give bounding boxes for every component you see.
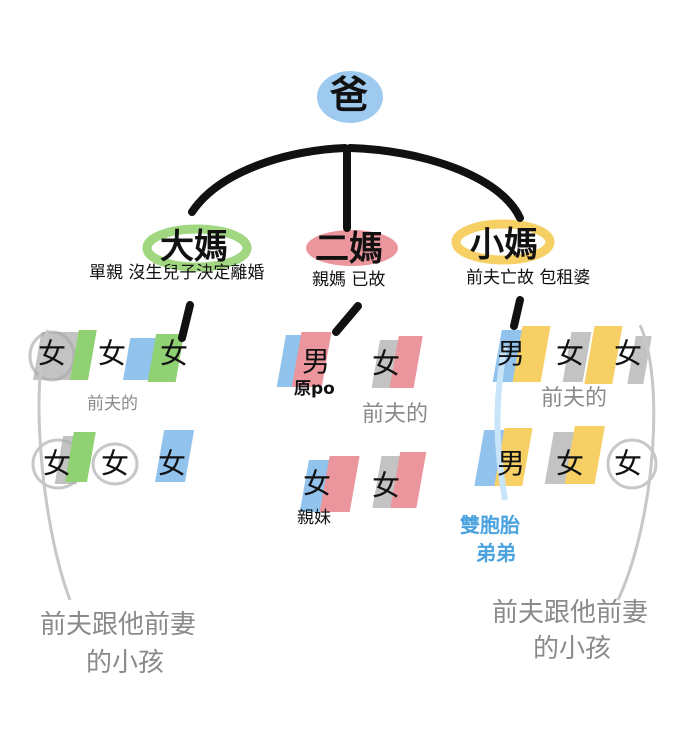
second-wife-note: 前夫的: [362, 402, 429, 427]
third-wife-name: 小媽: [470, 225, 538, 265]
second-wife-child-male: 男: [302, 345, 331, 378]
third-wife-row2-child-1: 男: [497, 447, 526, 480]
blue-scribble-2: [155, 430, 195, 482]
second-wife-child-female-bottom2: 女: [372, 469, 401, 502]
father-label: 爸: [330, 73, 369, 117]
second-wife-child-female-top: 女: [372, 347, 401, 380]
third-wife-note: 前夫亡故 包租婆: [466, 268, 591, 288]
third-wife-row2-child-3: 女: [614, 447, 643, 480]
first-wife-row1-child-3: 女: [160, 337, 189, 370]
third-wife-bottom-note-1: 前夫跟他前妻: [492, 598, 649, 628]
second-wife-child-female-bottom1-note: 親妹: [297, 508, 331, 528]
tree-lines: [178, 144, 524, 342]
crayon-highlights: [28, 71, 658, 601]
gray-circle-3: [91, 442, 139, 486]
second-wife-name: 二媽: [315, 229, 383, 269]
father-highlight: [317, 71, 383, 123]
line-to-first-wife: [188, 144, 349, 216]
blue-vertical-scribble: [494, 344, 508, 501]
green-scribble-2: [147, 334, 185, 382]
red-scribble-2: [389, 336, 423, 388]
red-scribble-4: [390, 452, 427, 508]
second-wife-child-female-bottom1: 女: [303, 467, 332, 500]
twin-note-2: 弟弟: [476, 541, 516, 565]
third-wife-row2-child-2: 女: [556, 447, 585, 480]
third-wife-row1-child-3: 女: [614, 337, 643, 370]
yellow-scribble-1: [512, 326, 551, 382]
first-wife-note: 單親 沒生兒子決定離婚: [89, 263, 265, 283]
third-wife-bottom-note-2: 的小孩: [533, 634, 612, 664]
first-wife-highlight: [142, 224, 252, 272]
yellow-scribble-4: [564, 426, 605, 484]
gray-scribble-5: [562, 332, 592, 382]
line-to-third-wife-child: [510, 296, 524, 330]
third-wife-row1-child-2: 女: [556, 337, 585, 370]
line-to-second-wife-child: [332, 302, 362, 336]
yellow-scribble-2: [584, 326, 623, 384]
left-gray-bracket: [37, 329, 72, 601]
second-wife-highlight: [306, 230, 398, 266]
right-gray-bracket: [616, 324, 656, 601]
line-to-third-wife: [346, 144, 524, 222]
first-wife-row2-child-3: 女: [158, 447, 187, 480]
first-wife-bottom-note-1: 前夫跟他前妻: [40, 610, 197, 640]
second-wife-child-male-note: 原po: [294, 379, 335, 399]
third-wife-row1-child-1: 男: [497, 337, 526, 370]
second-wife-note: 親媽 已故: [312, 270, 386, 290]
third-wife-highlight: [451, 219, 555, 265]
first-wife-row2-child-2: 女: [101, 447, 130, 480]
blue-scribble-1: [122, 338, 157, 380]
first-wife-row1-child-2: 女: [98, 337, 127, 370]
red-scribble-3: [319, 456, 360, 512]
line-to-first-wife-child: [178, 301, 194, 342]
first-wife-row2-child-1: 女: [43, 447, 72, 480]
third-wife-row1-note: 前夫的: [541, 386, 608, 411]
twin-note-1: 雙胞胎: [460, 513, 520, 537]
first-wife-row1-note: 前夫的: [87, 394, 138, 414]
first-wife-name: 大媽: [160, 227, 228, 267]
gray-circle-4: [606, 438, 658, 490]
gray-scribble-6: [627, 336, 652, 384]
first-wife-bottom-note-2: 的小孩: [86, 648, 165, 678]
first-wife-row1-child-1: 女: [38, 337, 67, 370]
green-scribble-3: [65, 432, 96, 482]
green-scribble-1: [69, 330, 97, 380]
red-scribble-1: [291, 332, 332, 387]
